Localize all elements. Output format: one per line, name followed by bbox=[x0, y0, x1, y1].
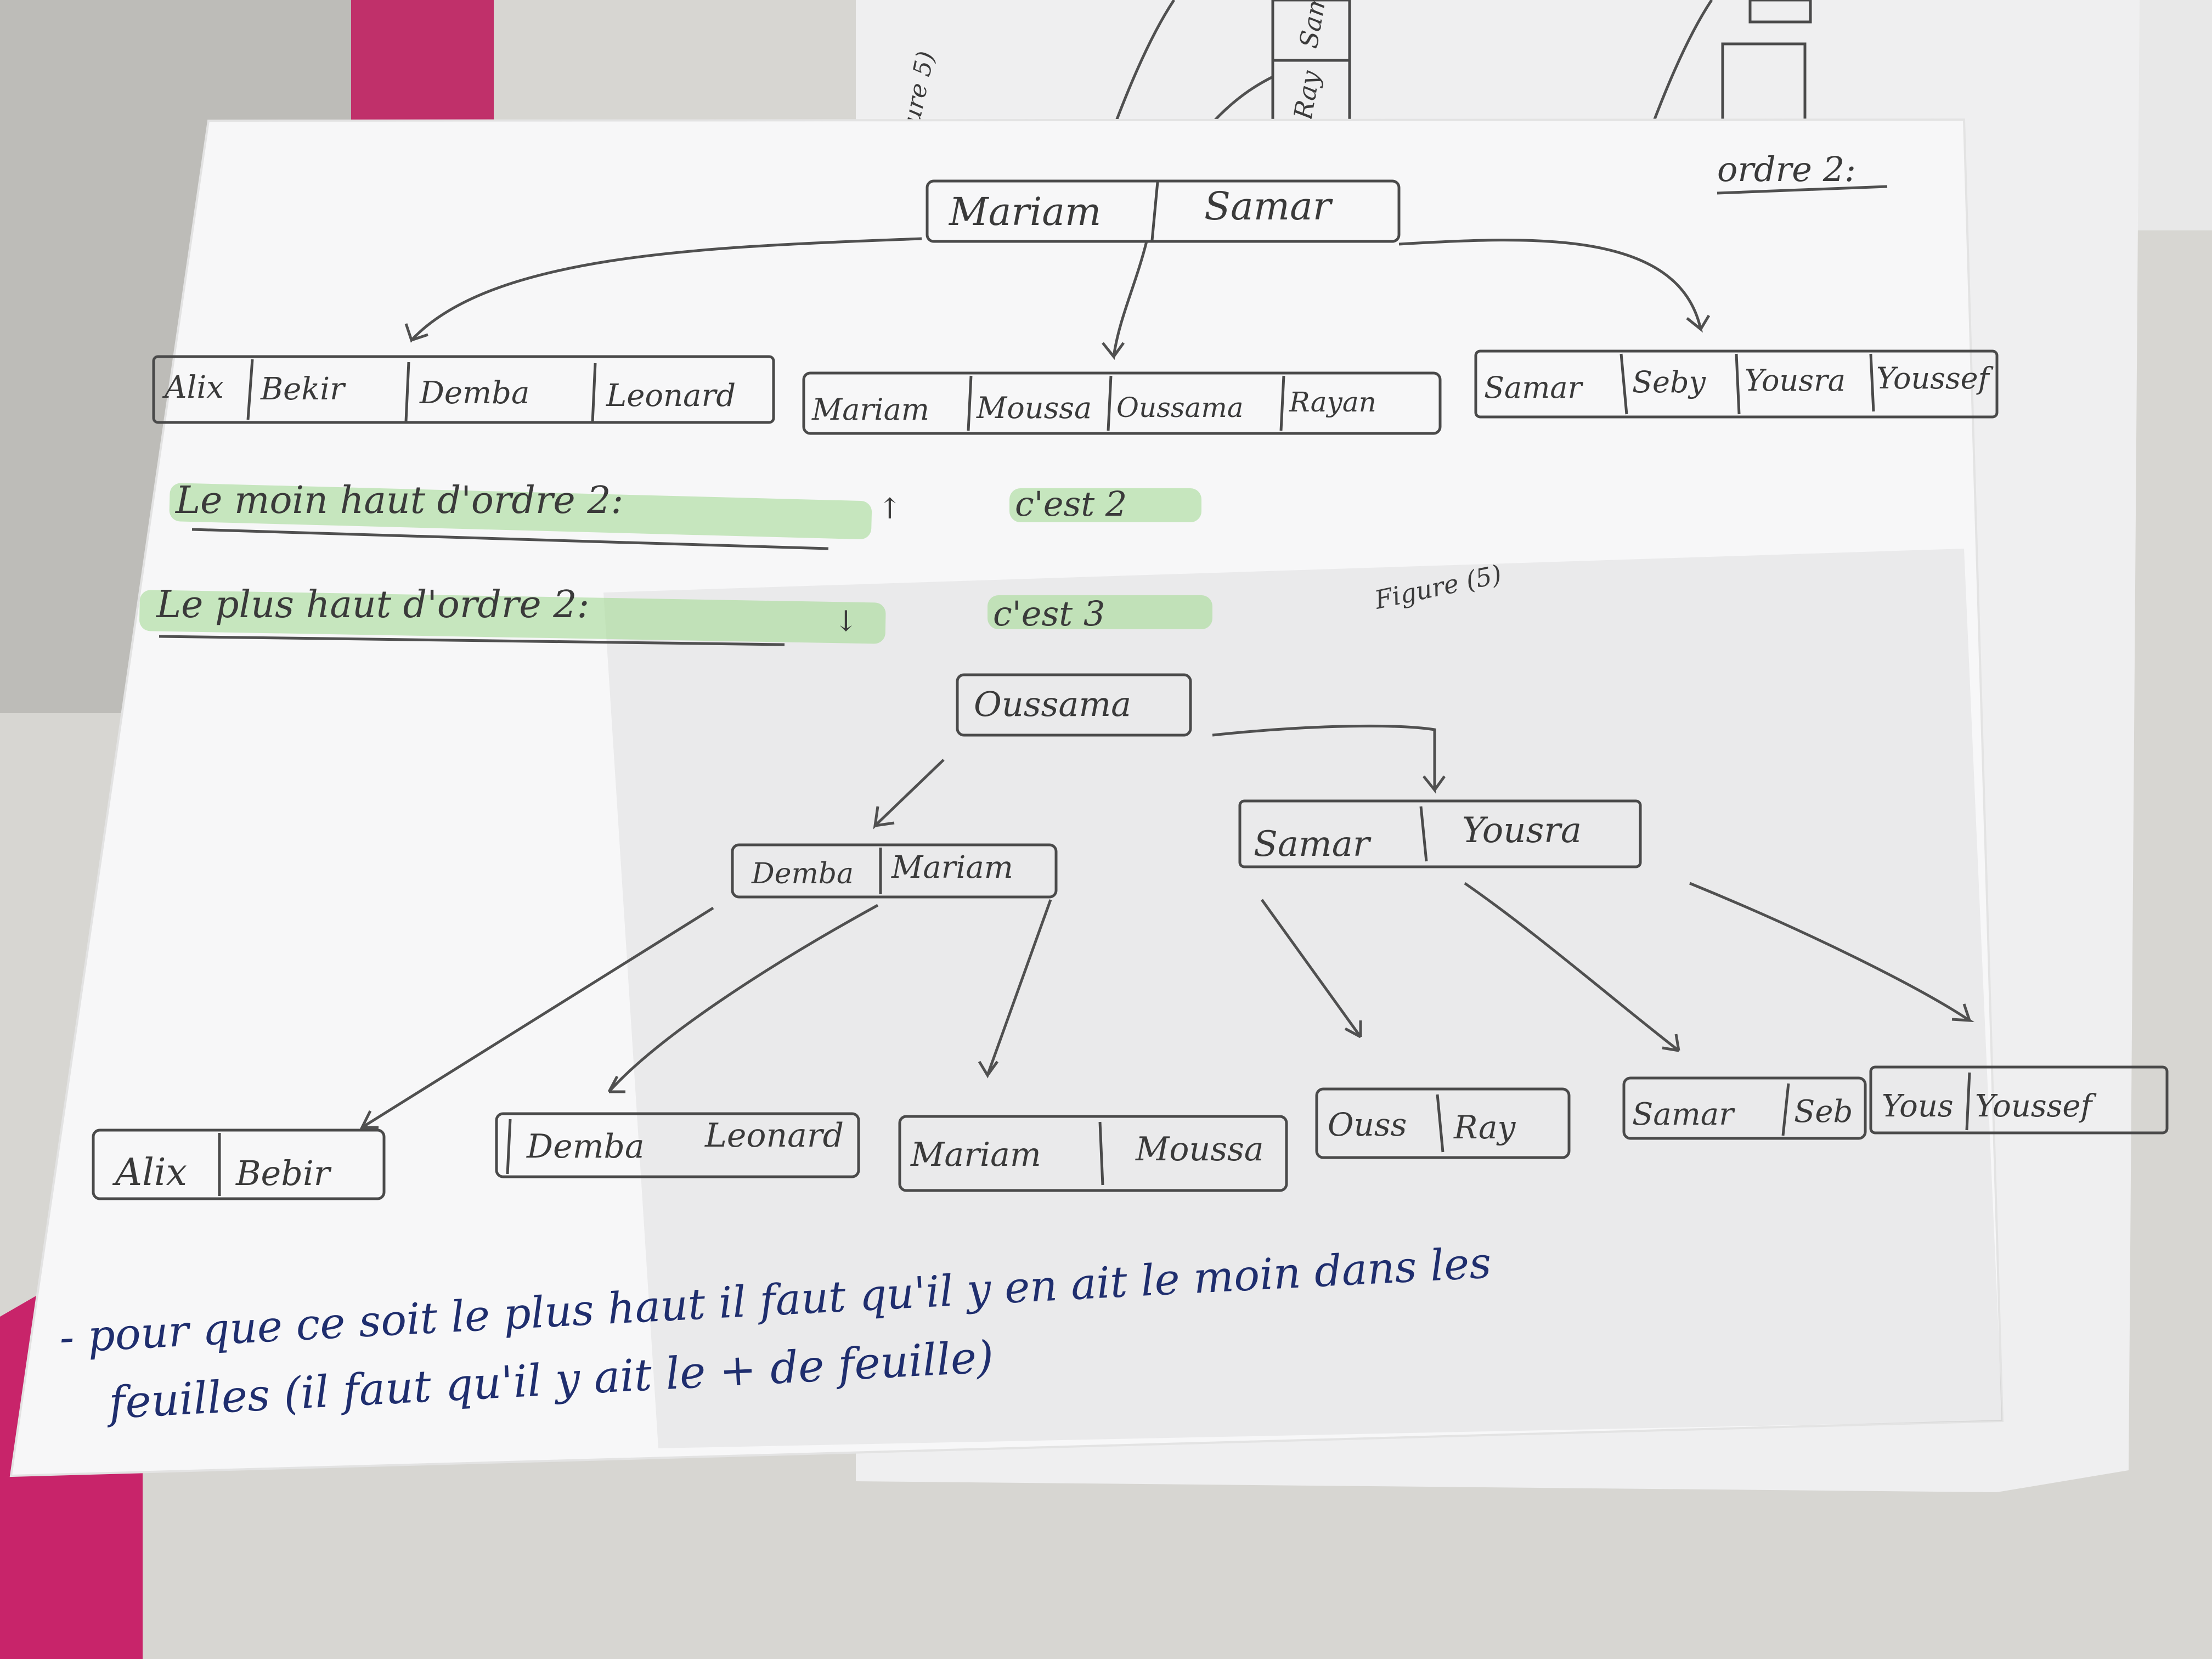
tree1-child3-key-2: Seby bbox=[1632, 365, 1707, 399]
tree2-level1-node1-key-1: Demba bbox=[751, 857, 854, 890]
statement-max: Le plus haut d'ordre 2: ↓ c'est 3 bbox=[139, 583, 1212, 646]
tree2-level1-node2-key-2: Yousra bbox=[1462, 810, 1582, 851]
statement-max-text: Le plus haut d'ordre 2: bbox=[155, 583, 589, 627]
tree1-child1-key-1: Alix bbox=[162, 370, 224, 405]
tree2-leaf2-key-2: Leonard bbox=[704, 1116, 844, 1155]
statement-max-arrow-down-icon: ↓ bbox=[834, 605, 858, 638]
tree2-leaf5-key-2: Seb bbox=[1794, 1094, 1853, 1130]
tree2-leaf3-key-2: Moussa bbox=[1135, 1130, 1264, 1169]
statement-min-text: Le moin haut d'ordre 2: bbox=[174, 479, 623, 522]
tree1-root-node: Mariam Samar bbox=[926, 179, 1401, 243]
tree2-leaf-1: Alix Bebir bbox=[92, 1128, 386, 1200]
tree1-child-node-2: Mariam Moussa Oussama Rayan bbox=[802, 371, 1442, 435]
tree2-level1-node-1: Demba Mariam bbox=[731, 843, 1058, 899]
statement-min-answer: c'est 2 bbox=[1015, 484, 1127, 524]
tree1-child3-key-1: Samar bbox=[1484, 370, 1584, 405]
tree2-leaf-5: Samar Seb bbox=[1622, 1076, 1867, 1140]
sheet-title: ordre 2: bbox=[1717, 149, 1856, 189]
tree1-child1-key-2: Bekir bbox=[260, 371, 346, 407]
tree1-child3-key-4: Youssef bbox=[1876, 361, 1994, 396]
tree2-leaf1-key-1: Alix bbox=[112, 1151, 187, 1194]
tree2-leaf4-key-1: Ouss bbox=[1328, 1106, 1407, 1143]
tree1-child2-key-4: Rayan bbox=[1289, 386, 1376, 418]
tree1-child-node-3: Samar Seby Yousra Youssef bbox=[1474, 349, 1999, 419]
statement-min-arrow-up-icon: ↑ bbox=[878, 493, 902, 526]
tree1-child1-key-3: Demba bbox=[419, 375, 529, 411]
tree2-leaf2-key-1: Demba bbox=[526, 1127, 645, 1166]
tree2-leaf6-key-1: Yous bbox=[1882, 1088, 1954, 1124]
tree2-level1-node-2: Samar Yousra bbox=[1238, 799, 1642, 868]
tree2-leaf1-key-2: Bebir bbox=[235, 1153, 332, 1193]
tree2: Oussama Demba Mariam Samar Yousra Alix bbox=[92, 673, 2169, 1200]
tree1-root-key-1: Mariam bbox=[948, 189, 1101, 234]
tree2-level1-node2-key-1: Samar bbox=[1254, 824, 1372, 865]
tree2-root-node: Oussama bbox=[956, 673, 1192, 737]
tree2-root-key-1: Oussama bbox=[974, 684, 1131, 724]
tree2-leaf-2: Demba Leonard bbox=[495, 1112, 860, 1178]
tree2-leaf-6: Yous Youssef bbox=[1869, 1065, 2169, 1135]
tree2-leaf-3: Mariam Moussa bbox=[898, 1115, 1288, 1192]
tree2-leaf5-key-1: Samar bbox=[1632, 1097, 1735, 1132]
tree2-leaf-4: Ouss Ray bbox=[1315, 1087, 1571, 1159]
tree1-child2-key-2: Moussa bbox=[976, 391, 1092, 425]
tree2-leaf3-key-1: Mariam bbox=[910, 1136, 1041, 1174]
statement-min: Le moin haut d'ordre 2: ↑ c'est 2 bbox=[169, 479, 1201, 550]
tree1: Mariam Samar Alix Bekir Demba Leonard Ma… bbox=[152, 179, 1999, 435]
tree2-leaf6-key-2: Youssef bbox=[1975, 1088, 2097, 1124]
tree1-root-key-2: Samar bbox=[1204, 184, 1333, 229]
statement-max-answer: c'est 3 bbox=[993, 594, 1105, 634]
tree1-child2-key-3: Oussama bbox=[1116, 392, 1244, 424]
tree2-leaf4-key-2: Ray bbox=[1453, 1109, 1516, 1146]
tree1-child3-key-3: Yousra bbox=[1745, 363, 1846, 398]
pink-folder bbox=[351, 0, 494, 143]
tree1-child2-key-1: Mariam bbox=[811, 392, 929, 427]
tree1-child-node-1: Alix Bekir Demba Leonard bbox=[152, 355, 775, 424]
tree2-level1-node1-key-2: Mariam bbox=[891, 850, 1013, 885]
tree1-child1-key-4: Leonard bbox=[606, 378, 736, 414]
